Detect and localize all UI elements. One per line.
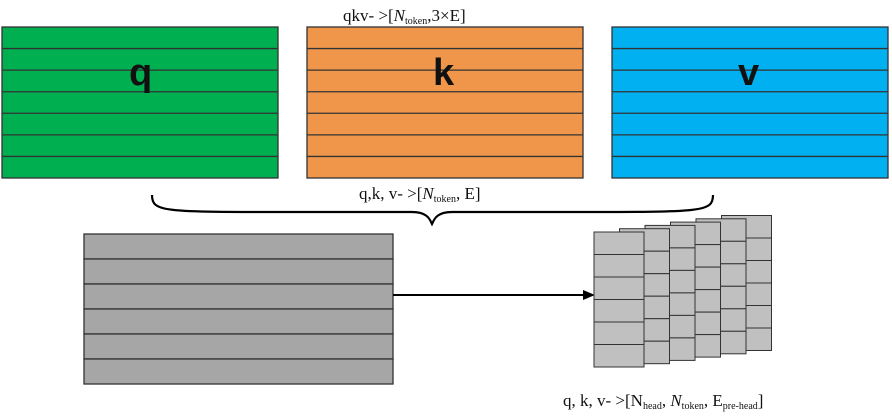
merged-block (83, 233, 394, 385)
curly-brace (150, 194, 715, 227)
k-letter: k (433, 52, 455, 94)
bottom-shape-label: q, k, v- >[Nhead, Ntoken, Epre-head] (563, 391, 764, 412)
merged-block-row (83, 333, 394, 360)
q-letter: q (129, 52, 153, 94)
merged-block-row (83, 233, 394, 260)
top-shape-label: qkv- >[Ntoken,3×E] (343, 6, 466, 27)
k-block (306, 26, 584, 179)
head-matrix-row (593, 344, 645, 368)
merged-block-row (83, 258, 394, 285)
v-letter: v (738, 52, 760, 94)
head-matrix-row (593, 254, 645, 278)
head-matrix (593, 231, 645, 368)
arrowhead-icon (583, 290, 595, 300)
head-matrix-row (593, 321, 645, 345)
head-matrix-row (593, 231, 645, 255)
q-block (1, 26, 279, 179)
merged-block-row (83, 358, 394, 385)
mid-shape-label: q,k, v- >[Ntoken, E] (359, 184, 481, 205)
qkv-blocks (1, 26, 889, 179)
v-block (611, 26, 889, 179)
head-stack (593, 215, 772, 368)
head-matrix-row (593, 299, 645, 323)
head-matrix-row (593, 276, 645, 300)
merged-block-row (83, 308, 394, 335)
merged-block-row (83, 283, 394, 310)
